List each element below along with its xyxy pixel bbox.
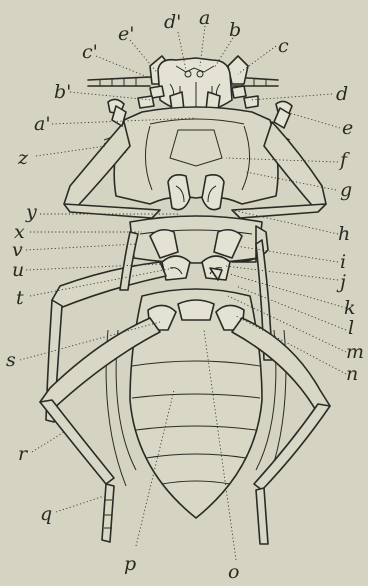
label-y: y (25, 201, 37, 223)
label-b: b (229, 19, 241, 41)
label-c-prime: c' (82, 41, 98, 63)
label-f: f (338, 149, 350, 171)
label-a: a (199, 7, 210, 29)
label-o: o (228, 561, 239, 583)
label-s: s (6, 349, 16, 371)
label-j: j (336, 271, 346, 293)
label-z: z (17, 147, 29, 169)
label-g: g (340, 179, 352, 201)
label-m: m (346, 341, 364, 363)
label-r: r (18, 443, 29, 465)
label-k: k (344, 297, 356, 319)
label-h: h (338, 223, 350, 245)
label-d-prime: d' (164, 11, 181, 33)
label-t: t (16, 287, 24, 309)
label-q: q (40, 503, 52, 525)
label-c: c (278, 35, 289, 57)
label-l: l (348, 317, 354, 339)
label-e: e (342, 117, 353, 139)
label-e-prime: e' (118, 23, 134, 45)
label-d: d (336, 83, 348, 105)
label-v: v (12, 239, 23, 261)
label-n: n (346, 363, 358, 385)
label-i: i (340, 251, 346, 273)
prothorax (104, 107, 290, 210)
label-p: p (124, 553, 136, 575)
label-b-prime: b' (54, 81, 71, 103)
label-u: u (12, 259, 24, 281)
label-a-prime: a' (34, 113, 51, 135)
